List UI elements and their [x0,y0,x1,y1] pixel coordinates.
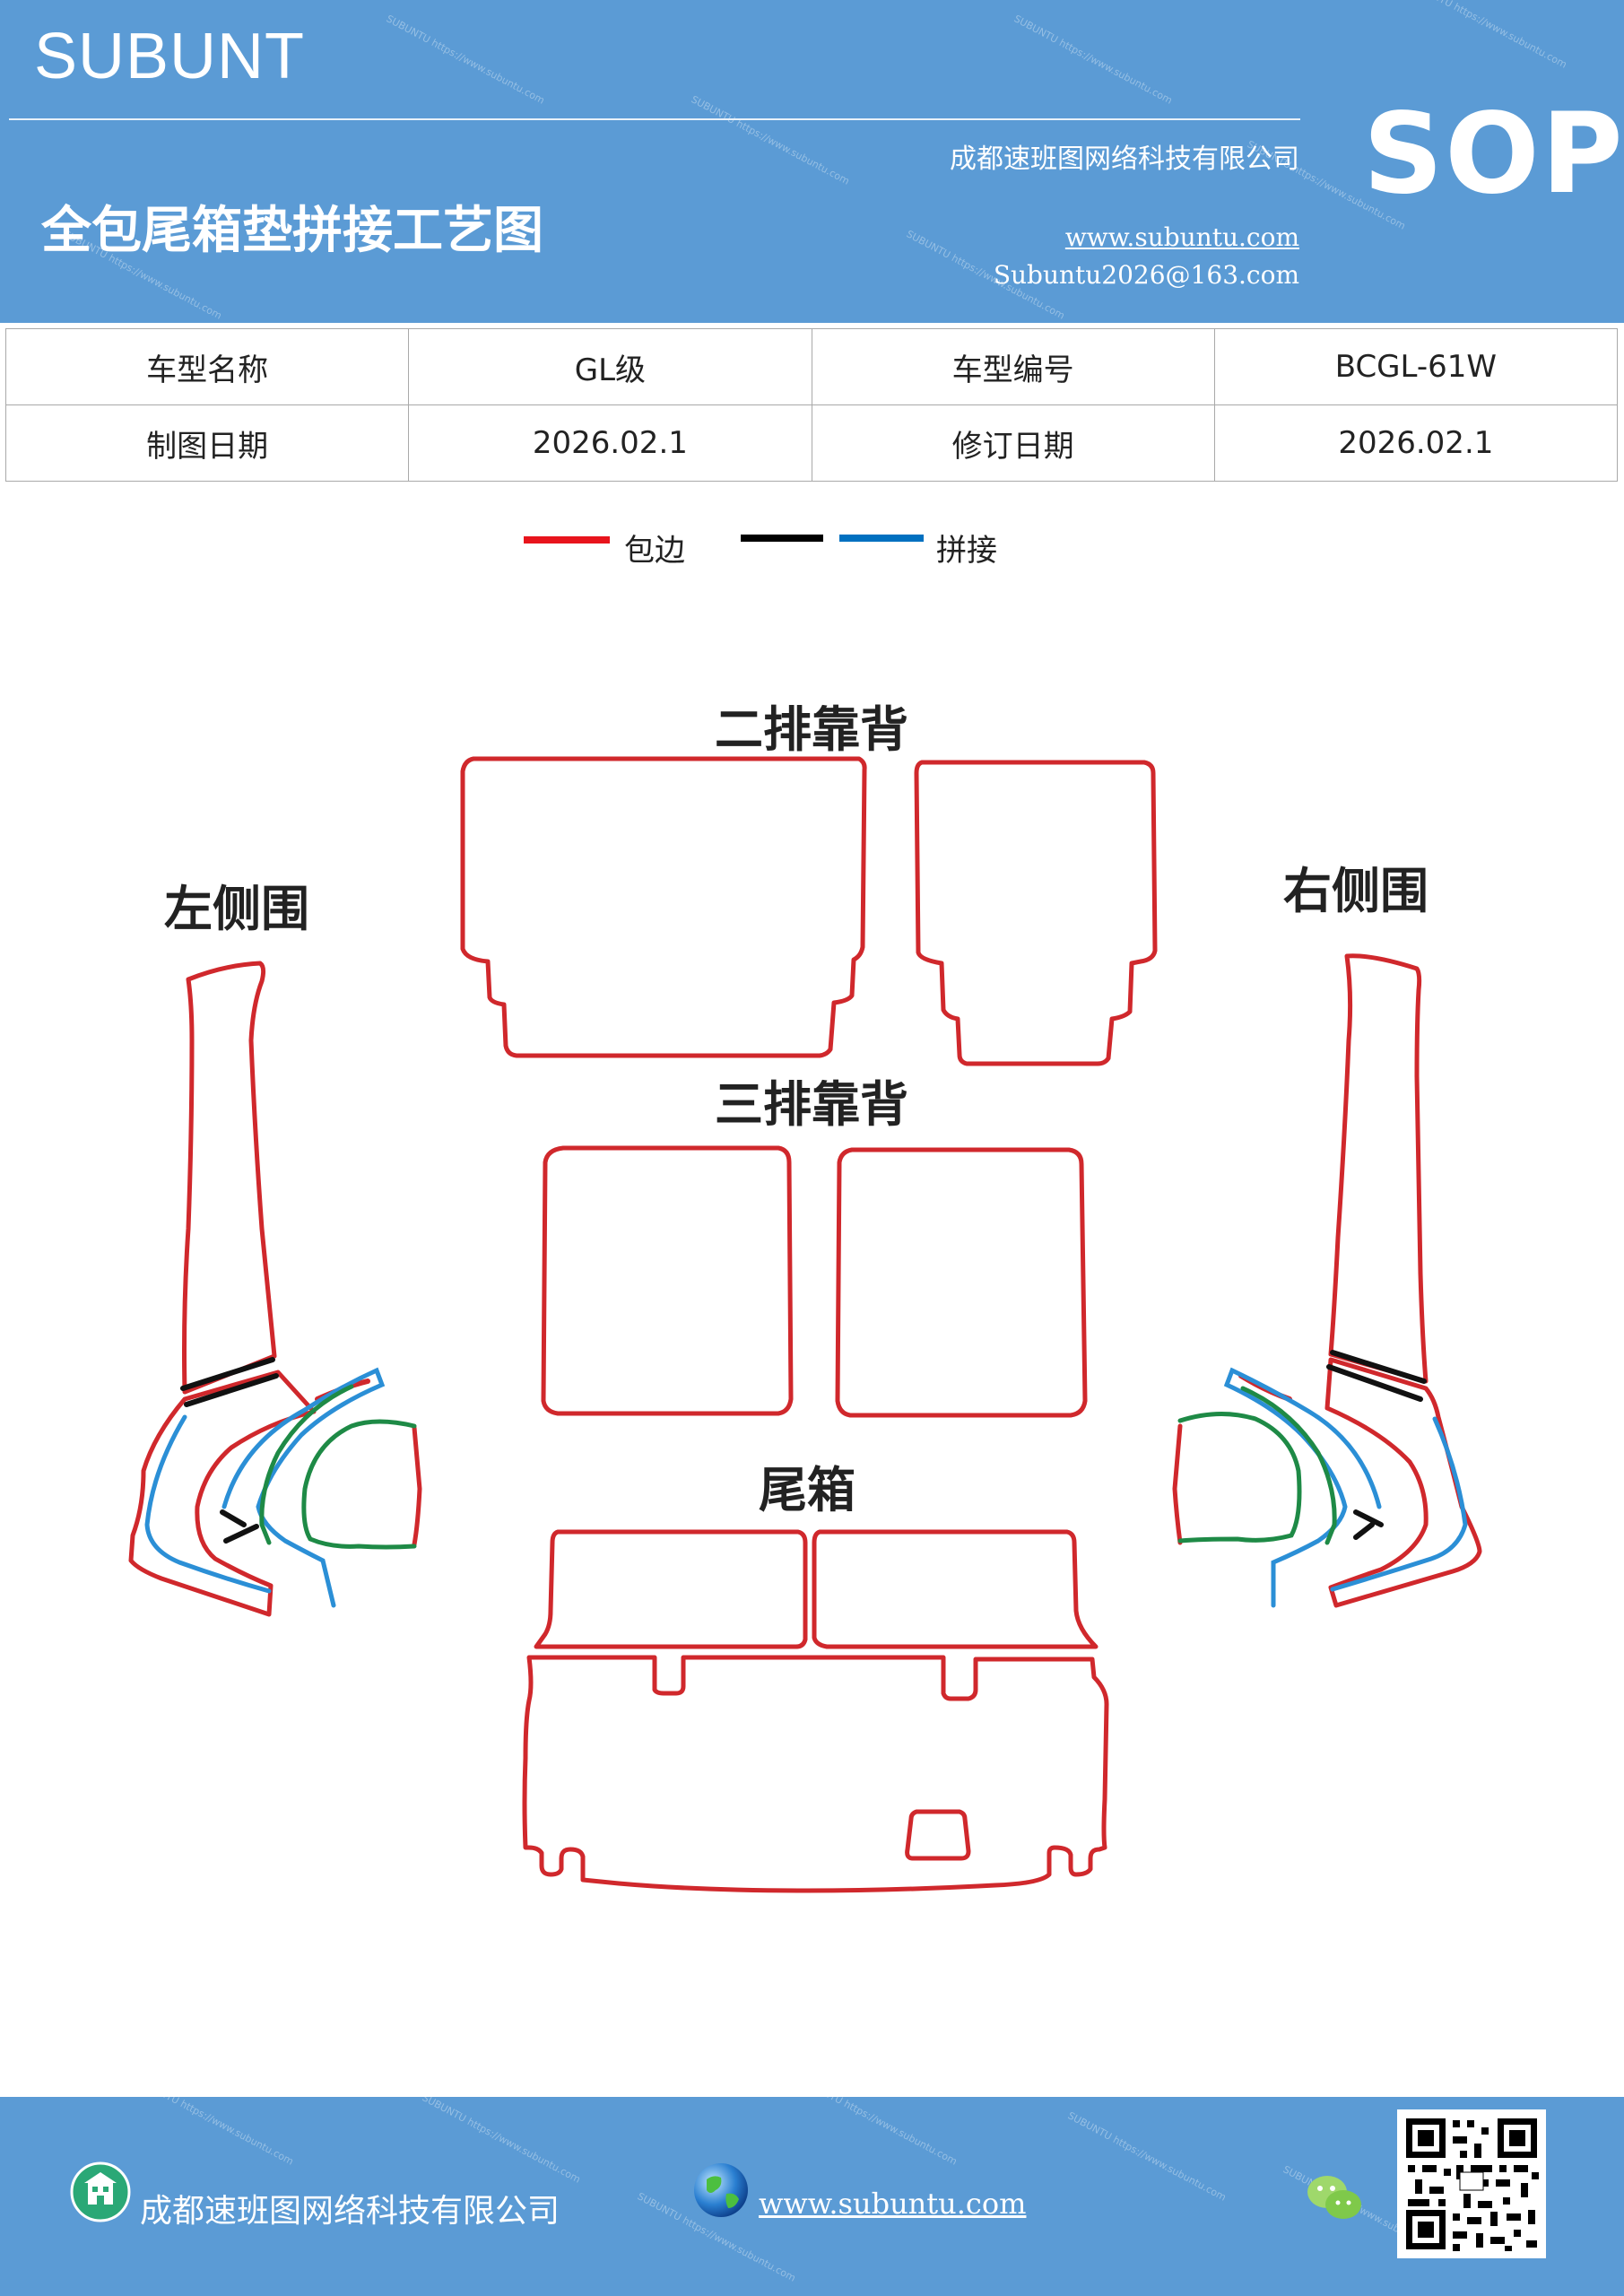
trunk-center-tab [905,1809,971,1861]
trunk-upper-left-panel [534,1529,808,1649]
qr-code [1397,2109,1546,2258]
trunk-floor-panel [522,1655,1109,1893]
company-name: 成都速班图网络科技有限公司 [950,144,1299,175]
right-blue-seam-outer [1330,1416,1468,1592]
building-icon [70,2161,131,2222]
sop-badge: SOP [1363,90,1624,219]
right-side-edge-left [1172,1423,1183,1545]
third-row-left-panel [541,1145,794,1416]
label-model-name: 车型名称 [4,328,410,405]
header-banner: SUBUNTU https://www.subuntu.com SUBUNTU … [0,0,1624,323]
label-left-side: 左侧围 [164,881,309,937]
right-black-seam-upper [1330,1350,1427,1384]
left-side-lower-outline [128,1370,317,1617]
right-black-seam-lower [1326,1364,1423,1402]
value-draw-date: 2026.02.1 [408,404,812,482]
left-side-pillar [182,961,277,1395]
wechat-icon[interactable] [1304,2170,1367,2224]
website-link[interactable]: www.subuntu.com [1064,222,1299,252]
left-black-seam-upper [180,1357,275,1391]
label-second-row: 二排靠背 [715,701,908,758]
brand-name: SUBUNT [34,21,306,92]
footer-website-link[interactable]: www.subuntu.com [759,2187,1027,2221]
legend-label-seam: 拼接 [936,533,997,569]
label-model-code: 车型编号 [811,328,1215,405]
document-title: 全包尾箱垫拼接工艺图 [41,202,543,260]
label-revise-date: 修订日期 [811,404,1215,482]
footer-banner: SUBUNTU https://www.subuntu.com SUBUNTU … [0,2097,1624,2296]
mat-pattern-diagram: 二排靠背 三排靠背 尾箱 左侧围 右侧围 [128,701,1482,1893]
left-blue-seam-inner [221,1367,386,1608]
right-green-seam [1177,1386,1337,1545]
label-trunk: 尾箱 [759,1462,855,1518]
second-row-right-panel [914,760,1158,1066]
legend-black-line [741,535,823,542]
legend-blue-line [839,535,924,542]
table-row: 制图日期 2026.02.1 修订日期 2026.02.1 [4,404,1619,482]
right-black-seam-joint [1353,1509,1384,1540]
value-revise-date: 2026.02.1 [1213,404,1619,482]
label-draw-date: 制图日期 [4,404,410,482]
right-side-pillar [1328,953,1429,1384]
vehicle-info-table: 车型名称 GL级 车型编号 BCGL-61W 制图日期 2026.02.1 修订… [4,328,1619,482]
left-side-edge-right [412,1425,422,1547]
footer-company-name: 成都速班图网络科技有限公司 [140,2193,560,2230]
table-row: 车型名称 GL级 车型编号 BCGL-61W [4,328,1619,405]
legend-label-edge: 包边 [624,533,685,569]
value-model-name: GL级 [408,328,812,405]
email-address[interactable]: Subuntu2026@163.com [993,260,1299,290]
left-black-seam-joint [220,1509,259,1544]
value-model-code: BCGL-61W [1213,328,1619,405]
header-divider [9,118,1300,120]
second-row-left-panel [460,756,867,1058]
third-row-right-panel [835,1147,1088,1418]
left-black-seam-lower [184,1373,279,1407]
label-third-row: 三排靠背 [715,1076,908,1133]
legend-red-line [524,536,610,544]
globe-icon [694,2163,748,2217]
left-green-seam [259,1384,417,1550]
trunk-upper-right-panel [812,1529,1099,1649]
label-right-side: 右侧围 [1283,863,1429,919]
right-blue-seam-inner [1223,1367,1382,1608]
left-blue-seam-outer [144,1414,272,1594]
